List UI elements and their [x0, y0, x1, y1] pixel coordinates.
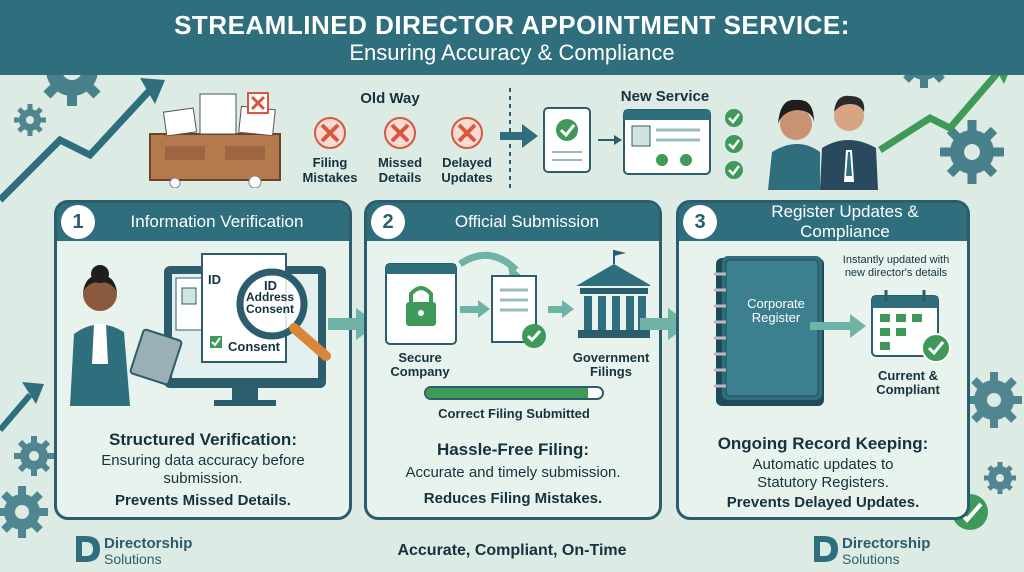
update-note: Instantly updated with: [842, 254, 950, 266]
register-label: Corporate: [747, 296, 805, 311]
brand-sub: Solutions: [104, 551, 162, 567]
panel-title: Official Submission: [454, 212, 600, 231]
register-label: Register: [751, 310, 801, 325]
verification-illustration: [70, 253, 331, 406]
x-icon: [314, 117, 346, 149]
new-service-illustration: [543, 107, 711, 175]
old-item-delayed-updates: Delayed Updates: [436, 116, 498, 185]
old-way-label: Old Way: [360, 90, 420, 107]
footer-tagline: Accurate, Compliant, On-Time: [397, 542, 627, 559]
panel-header: 2 Official Submission: [367, 203, 659, 241]
new-service-label: New Service: [620, 88, 710, 105]
gear-icon: [0, 486, 48, 538]
arrow-right-icon: [500, 124, 538, 148]
old-item-filing-mistakes: Filing Mistakes: [300, 116, 360, 185]
gear-icon: [940, 120, 1004, 184]
gear-icon: [966, 372, 1022, 428]
panel-heading: Ongoing Record Keeping:: [717, 434, 929, 453]
progress-label: Correct Filing Submitted: [438, 406, 590, 421]
compliance-status: Current &: [878, 368, 938, 383]
progress-fill: [426, 388, 588, 398]
panel-footer: Prevents Delayed Updates.: [726, 494, 920, 511]
panel-footer: Reduces Filing Mistakes.: [423, 490, 603, 507]
secure-company-label: Secure: [398, 350, 442, 365]
submission-illustration: [385, 250, 650, 348]
header-banner: [0, 0, 1024, 75]
panel-header: 1 Information Verification: [57, 203, 349, 241]
panel-heading: Hassle-Free Filing:: [436, 440, 590, 459]
step-number: 1: [61, 205, 95, 239]
doc-label-id: ID: [208, 272, 221, 287]
x-icon: [384, 117, 416, 149]
compliance-status: Compliant: [876, 382, 940, 397]
panel-body-line: Automatic updates to: [752, 456, 894, 473]
trend-arrow: [0, 87, 153, 203]
step-number: 3: [683, 205, 717, 239]
brand-sub: Solutions: [842, 551, 900, 567]
old-item-missed-details: Missed Details: [370, 116, 430, 185]
gear-icon: [984, 462, 1016, 494]
step-number: 2: [371, 205, 405, 239]
warning-x-icon: [247, 92, 269, 114]
panel-title: Information Verification: [130, 212, 304, 231]
doc-label-consent-check: Consent: [228, 339, 280, 354]
page-subtitle: Ensuring Accuracy & Compliance: [349, 40, 675, 65]
trend-arrow: [0, 393, 33, 432]
gear-icon: [14, 436, 54, 476]
brand-name: Directorship: [104, 535, 193, 552]
government-filings-label: Filings: [590, 364, 632, 379]
x-icon: [451, 117, 483, 149]
brand-name: Directorship: [842, 535, 931, 552]
government-filings-label: Government: [572, 350, 650, 365]
secure-company-label: Company: [390, 364, 450, 379]
update-note: new director's details: [844, 267, 948, 279]
doc-label-address: Address: [246, 290, 295, 304]
panel-heading: Structured Verification:: [109, 430, 297, 449]
panel-body-line: Accurate and timely submission.: [405, 464, 621, 481]
panel-body-line: submission.: [163, 470, 243, 487]
doc-label-id-2: ID: [264, 278, 277, 293]
register-illustration: [714, 256, 951, 406]
brand-logo-icon: [76, 536, 100, 562]
brand-logo-icon: [814, 536, 838, 562]
gear-icon: [14, 104, 46, 136]
panel-body-line: Statutory Registers.: [757, 474, 889, 491]
trend-arrow: [878, 67, 1003, 153]
panel-title: Register Updates & Compliance: [771, 202, 919, 241]
doc-label-consent: Consent: [246, 302, 294, 316]
panel-body-line: Ensuring data accuracy before: [101, 452, 305, 469]
professionals-illustration: [768, 95, 878, 190]
panel-official-submission: 2 Official Submission: [364, 200, 662, 520]
progress-bar: [424, 386, 604, 400]
checklist-icons: [725, 109, 743, 179]
panel-header: 3 Register Updates & Compliance: [679, 202, 967, 241]
panel-footer: Prevents Missed Details.: [115, 492, 291, 509]
page-title: STREAMLINED DIRECTOR APPOINTMENT SERVICE…: [174, 10, 850, 40]
